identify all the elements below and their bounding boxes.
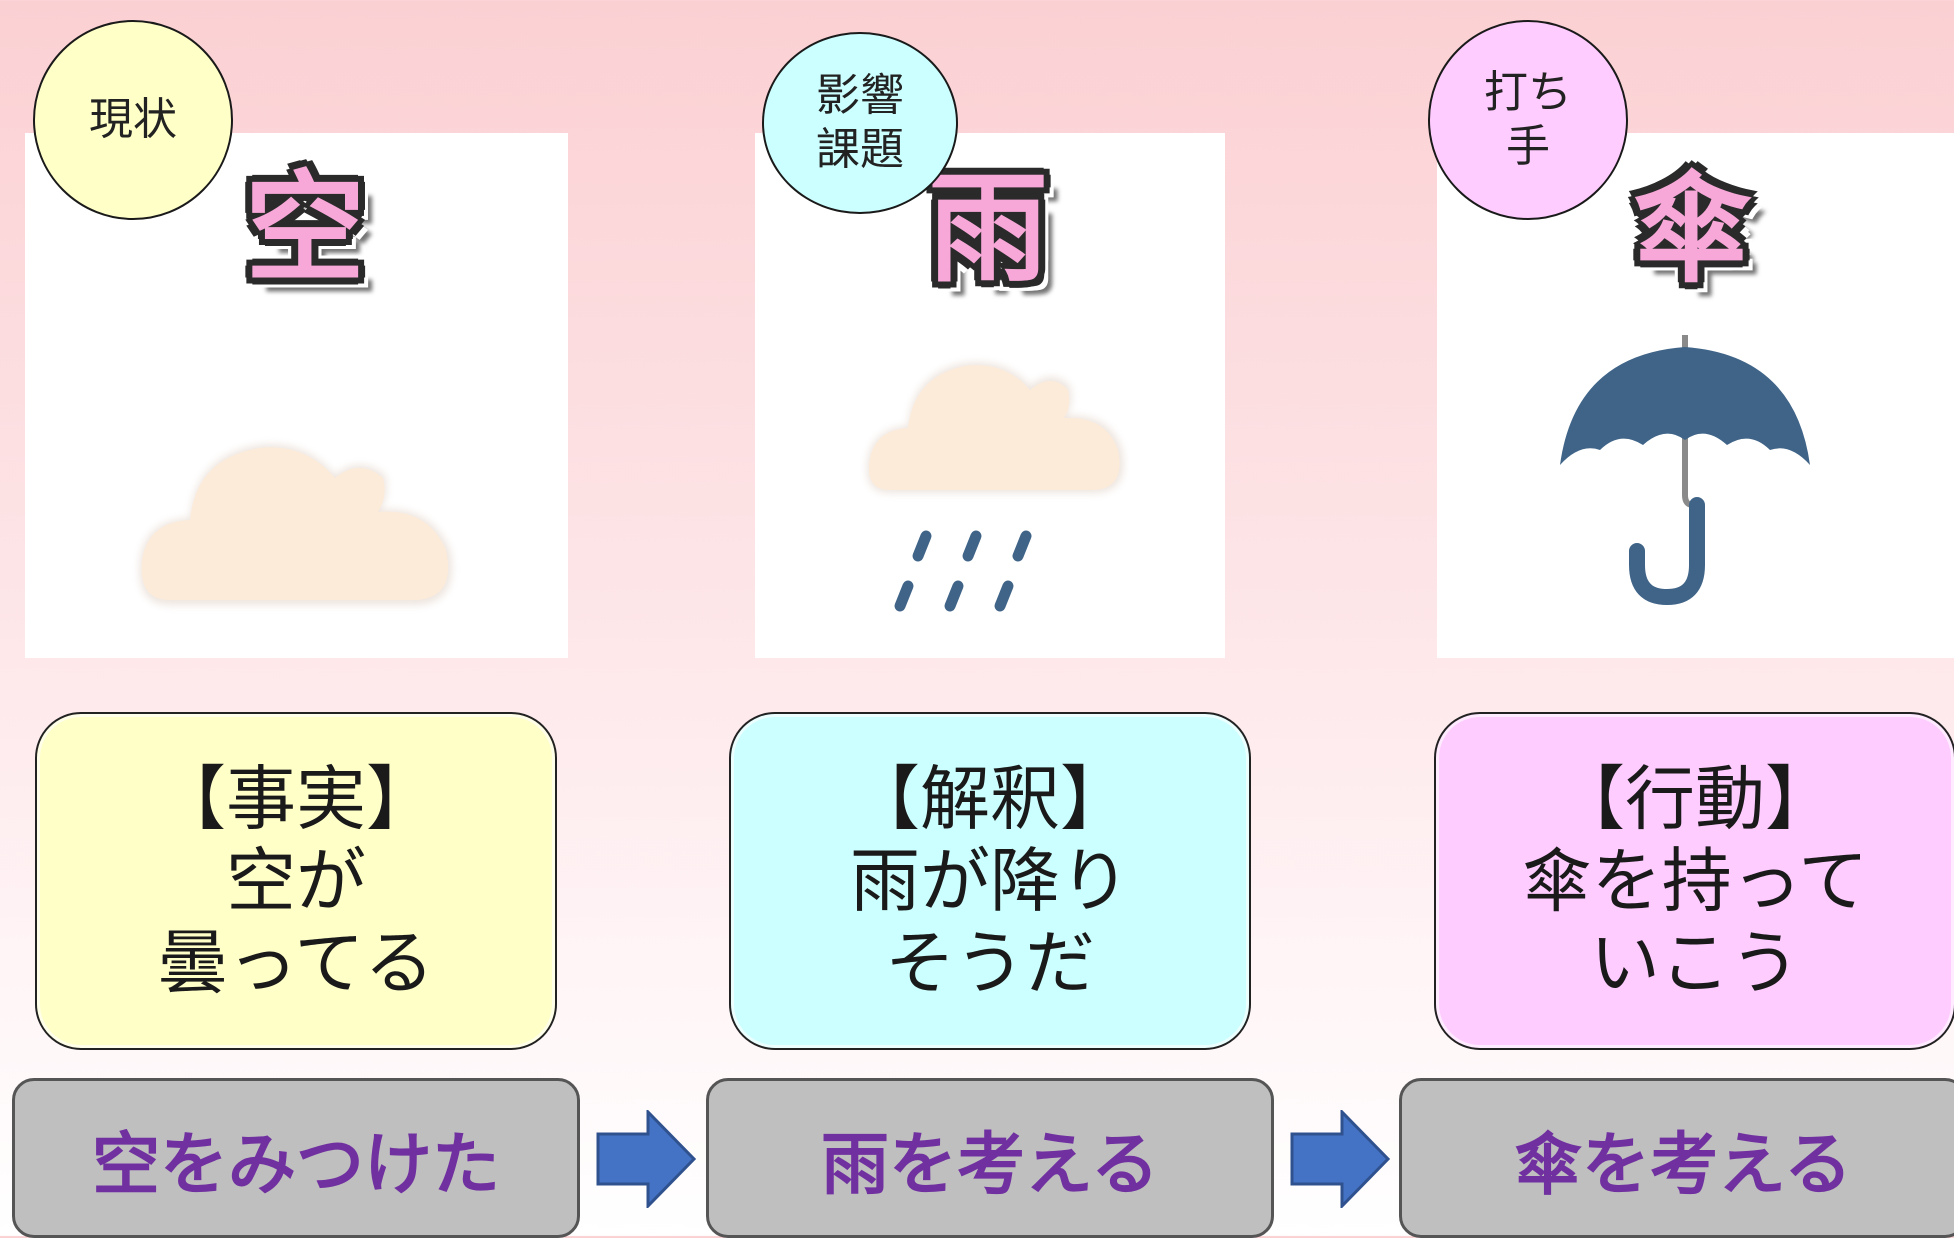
step-box-think-rain: 雨を考える (706, 1078, 1274, 1238)
card-line: 傘を持って (1521, 840, 1869, 922)
arrow-right-icon (1290, 1110, 1390, 1208)
umbrella-icon (1555, 325, 1815, 605)
badge-measure: 打ち 手 (1428, 20, 1628, 220)
card-action: 【行動】 傘を持って いこう (1434, 712, 1954, 1050)
step-label: 空をみつけた (91, 1125, 500, 1205)
arrow-right-icon (596, 1110, 696, 1208)
step-box-think-umbrella: 傘を考える (1399, 1078, 1954, 1238)
step-label: 傘を考える (1514, 1125, 1852, 1205)
step-label: 雨を考える (821, 1125, 1159, 1205)
rain-cloud-icon (860, 328, 1130, 618)
card-interpretation: 【解釈】 雨が降り そうだ (729, 712, 1251, 1050)
kanji-rain: 雨 (928, 160, 1048, 299)
cloud-icon (130, 400, 460, 620)
card-line: 空が (226, 840, 366, 922)
badge-line: 打ち (1484, 67, 1572, 118)
card-title: 【行動】 (1555, 758, 1835, 840)
card-title: 【解釈】 (850, 758, 1130, 840)
kanji-sky: 空 (245, 160, 365, 299)
kanji-umbrella: 傘 (1632, 160, 1752, 299)
badge-line: 課題 (816, 124, 904, 175)
card-line: 雨が降り (850, 840, 1130, 922)
card-line: 曇ってる (157, 922, 435, 1004)
badge-impact-issue: 影響 課題 (762, 32, 958, 214)
badge-current-state: 現状 (33, 20, 233, 220)
card-fact: 【事実】 空が 曇ってる (35, 712, 557, 1050)
badge-line: 手 (1506, 121, 1550, 172)
badge-line: 影響 (816, 70, 904, 121)
card-line: いこう (1590, 922, 1800, 1004)
step-box-find-sky: 空をみつけた (12, 1078, 580, 1238)
badge-line: 現状 (89, 94, 177, 145)
card-title: 【事実】 (156, 758, 436, 840)
card-line: そうだ (885, 922, 1095, 1004)
